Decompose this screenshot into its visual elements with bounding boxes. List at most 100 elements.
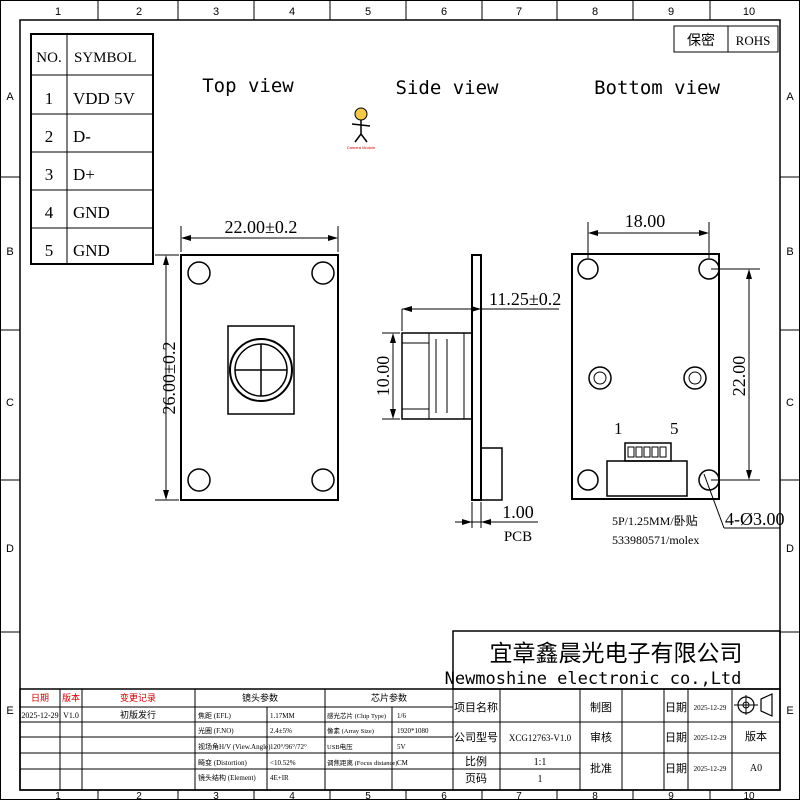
check-label: 审核 — [590, 730, 612, 744]
chip-params-title: 芯片参数 — [371, 692, 407, 703]
connector-note-2: 533980571/molex — [612, 533, 699, 547]
bottom-view: 1 5 18.00 22.00 4-Ø3.00 5P/1.25MM/卧贴 533… — [571, 211, 785, 547]
chip-param-label: 像素 (Array Size) — [327, 726, 374, 735]
rev-header-date: 日期 — [31, 693, 49, 703]
pin-header-no: NO. — [36, 50, 61, 66]
company-name-en: Newmoshine electronic co.,Ltd — [445, 669, 742, 689]
pin-last-label: 5 — [670, 419, 679, 438]
scale-value: 1:1 — [534, 757, 547, 768]
bottom-span-dim: 18.00 — [625, 211, 666, 231]
pcb-thickness-dim: 1.00 — [502, 502, 534, 522]
side-view-title: Side view — [396, 77, 500, 99]
mascot-logo: Camera Module — [347, 107, 376, 150]
rev-label: 版本 — [745, 729, 767, 743]
chip-param-value: 1/6 — [397, 712, 406, 720]
rev-value: A0 — [750, 763, 762, 774]
chip-param-value: CM — [397, 759, 409, 767]
drawn-label: 制图 — [590, 701, 612, 714]
row-marker-right: D — [786, 543, 794, 555]
date-label-3: 日期 — [665, 762, 687, 775]
scale-label: 比例 — [465, 754, 487, 768]
lens-param-label: 视场角H/V (View.Angle) — [198, 742, 271, 751]
rev-header-change: 变更记录 — [120, 692, 156, 703]
chip-param-label: USB电压 — [327, 742, 353, 751]
column-marker-top: 6 — [441, 6, 447, 18]
connector-note-1: 5P/1.25MM/卧贴 — [612, 514, 698, 528]
pin-number: 1 — [45, 89, 54, 108]
chip-param-value: 5V — [397, 743, 406, 751]
row-marker-left: D — [6, 543, 14, 555]
row-marker-left: E — [6, 705, 13, 717]
pin-symbol: D- — [73, 127, 91, 146]
lens-param-value: 120°/96°/72° — [270, 743, 307, 751]
bottom-vertical-dim: 22.00 — [729, 356, 749, 397]
row-marker-right: B — [786, 246, 793, 258]
lens-param-value: 4E+IR — [270, 774, 289, 782]
confidential-box: 保密 ROHS — [673, 25, 779, 53]
top-view-title: Top view — [202, 75, 294, 97]
project-name-label: 项目名称 — [454, 700, 498, 714]
pin-number: 5 — [45, 241, 54, 260]
date-label-1: 日期 — [665, 701, 687, 714]
column-marker-bottom: 3 — [213, 791, 219, 800]
pin-number: 4 — [45, 203, 54, 222]
column-marker-top: 5 — [365, 6, 371, 18]
side-depth-dim: 11.25±0.2 — [489, 289, 561, 309]
pin-symbol: GND — [73, 241, 110, 260]
column-marker-bottom: 4 — [289, 791, 295, 800]
lens-param-value: <10.52% — [270, 759, 296, 767]
page-value: 1 — [538, 774, 543, 785]
column-marker-bottom: 10 — [743, 791, 755, 800]
column-marker-bottom: 5 — [365, 791, 371, 800]
date-value-2: 2025-12-29 — [694, 734, 727, 742]
page-label: 页码 — [465, 772, 487, 785]
column-marker-top: 2 — [136, 6, 142, 18]
side-lens-height-dim: 10.00 — [373, 356, 393, 397]
chip-param-label: 感光芯片 (Chip Type) — [327, 711, 386, 720]
column-marker-bottom: 6 — [441, 791, 447, 800]
row-marker-left: C — [6, 397, 14, 409]
approve-label: 批准 — [590, 761, 612, 775]
bottom-view-title: Bottom view — [594, 77, 720, 99]
pin-header-symbol: SYMBOL — [74, 50, 137, 66]
company-name-cn: 宜章鑫晨光电子有限公司 — [490, 641, 743, 666]
row-marker-left: A — [6, 91, 14, 103]
mascot-caption: Camera Module — [347, 145, 376, 150]
lens-param-label: 畸变 (Distortion) — [198, 758, 247, 767]
column-marker-top: 10 — [743, 6, 755, 18]
projection-symbol-icon — [734, 693, 773, 717]
rev-date: 2025-12-29 — [21, 711, 58, 720]
confidential-label: 保密 — [687, 32, 715, 49]
row-marker-right: C — [786, 397, 794, 409]
row-marker-left: B — [6, 246, 13, 258]
title-block: 宜章鑫晨光电子有限公司 Newmoshine electronic co.,Lt… — [19, 630, 781, 791]
pin-symbol: D+ — [73, 165, 95, 184]
column-marker-top: 1 — [55, 6, 61, 18]
lens-param-value: 2.4±5% — [270, 727, 292, 735]
date-value-3: 2025-12-29 — [694, 765, 727, 773]
pin-first-label: 1 — [614, 419, 623, 438]
top-width-dim: 22.00±0.2 — [225, 217, 298, 237]
row-marker-right: A — [786, 91, 794, 103]
column-marker-bottom: 1 — [55, 791, 61, 800]
column-marker-bottom: 9 — [668, 791, 674, 800]
column-marker-bottom: 8 — [592, 791, 598, 800]
model-label: 公司型号 — [454, 730, 498, 744]
lens-params-title: 镜头参数 — [242, 692, 278, 703]
rev-version: V1.0 — [63, 711, 79, 720]
column-marker-bottom: 2 — [136, 791, 142, 800]
pin-symbol: GND — [73, 203, 110, 222]
rev-change: 初版发行 — [120, 709, 156, 720]
side-view: 11.25±0.2 10.00 1.00 PCB — [373, 254, 561, 545]
column-marker-top: 7 — [516, 6, 522, 18]
hole-dim: 4-Ø3.00 — [725, 509, 785, 529]
lens-param-label: 光圈 (F.NO) — [198, 726, 234, 735]
column-marker-top: 8 — [592, 6, 598, 18]
column-marker-top: 9 — [668, 6, 674, 18]
lens-param-label: 镜头结构 (Element) — [198, 773, 256, 782]
top-height-dim: 26.00±0.2 — [159, 342, 179, 415]
